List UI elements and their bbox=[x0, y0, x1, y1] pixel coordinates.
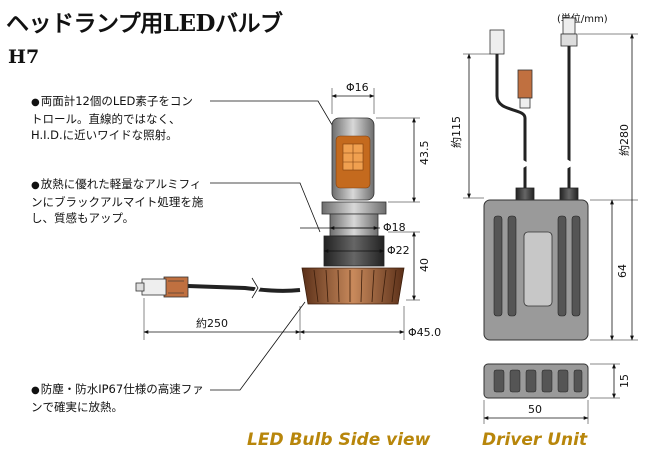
page-title: ヘッドランプ用LEDバルブ bbox=[6, 10, 283, 37]
driver-label-plate bbox=[523, 231, 553, 307]
feature-line: H.I.D.に近いワイドな照射。 bbox=[31, 128, 178, 142]
dim-driver-height: 64 bbox=[616, 264, 629, 278]
bullet-icon: ● bbox=[31, 385, 40, 396]
bullet-icon: ● bbox=[31, 180, 40, 191]
inline-connector bbox=[517, 69, 533, 99]
feature-line: トロール。直線的ではなく、 bbox=[31, 112, 181, 126]
dim-driver-cable-length: 約115 bbox=[449, 116, 463, 148]
feature-line: 防塵・防水IP67仕様の高速ファ bbox=[40, 382, 204, 396]
driver-unit-drawing bbox=[483, 17, 589, 399]
feature-waterproof-fan: ●防塵・防水IP67仕様の高速ファ ンで確実に放熱。 bbox=[31, 381, 204, 415]
dim-driver-total-length: 約280 bbox=[617, 124, 631, 156]
feature-line: し、質感もアップ。 bbox=[31, 211, 135, 225]
bullet-icon: ● bbox=[31, 97, 40, 108]
bulb-cable bbox=[187, 284, 301, 293]
dim-base-diameter: Φ22 bbox=[387, 244, 410, 257]
dim-led-height: 43.5 bbox=[418, 141, 431, 166]
bulb-dimension-lines bbox=[143, 88, 420, 340]
feature-line: ンにブラックアルマイト処理を施 bbox=[31, 195, 204, 209]
caption-driver-unit: Driver Unit bbox=[482, 430, 588, 450]
dim-collar-diameter: Φ18 bbox=[383, 221, 406, 234]
dim-cable-length: 約250 bbox=[196, 316, 228, 330]
dim-top-diameter: Φ16 bbox=[346, 81, 369, 94]
driver-dimension-lines bbox=[463, 33, 638, 424]
model-label: H7 bbox=[8, 46, 40, 68]
feature-led-chips: ●両面計12個のLED素子をコン トロール。直線的ではなく、 H.I.D.に近い… bbox=[31, 93, 193, 143]
dim-base-height: 40 bbox=[418, 258, 431, 272]
unit-note: (単位/mm) bbox=[557, 14, 608, 25]
dim-driver-width: 50 bbox=[528, 403, 542, 416]
feature-aluminum-fin: ●放熱に優れた軽量なアルミフィ ンにブラックアルマイト処理を施 し、質感もアップ… bbox=[31, 176, 203, 226]
feature-line: ンで確実に放熱。 bbox=[31, 400, 123, 414]
bulb-collar bbox=[321, 201, 387, 215]
dim-heatsink-diameter: Φ45.0 bbox=[408, 326, 441, 339]
caption-bulb-side-view: LED Bulb Side view bbox=[247, 430, 431, 450]
feature-line: 放熱に優れた軽量なアルミフィ bbox=[40, 177, 202, 191]
dim-driver-thickness: 15 bbox=[618, 374, 631, 388]
led-bulb-drawing bbox=[135, 117, 405, 305]
feature-line: 両面計12個のLED素子をコン bbox=[40, 94, 193, 108]
leader-lines bbox=[210, 100, 339, 391]
bulb-connector bbox=[163, 276, 189, 298]
driver-connector-top bbox=[489, 29, 505, 55]
